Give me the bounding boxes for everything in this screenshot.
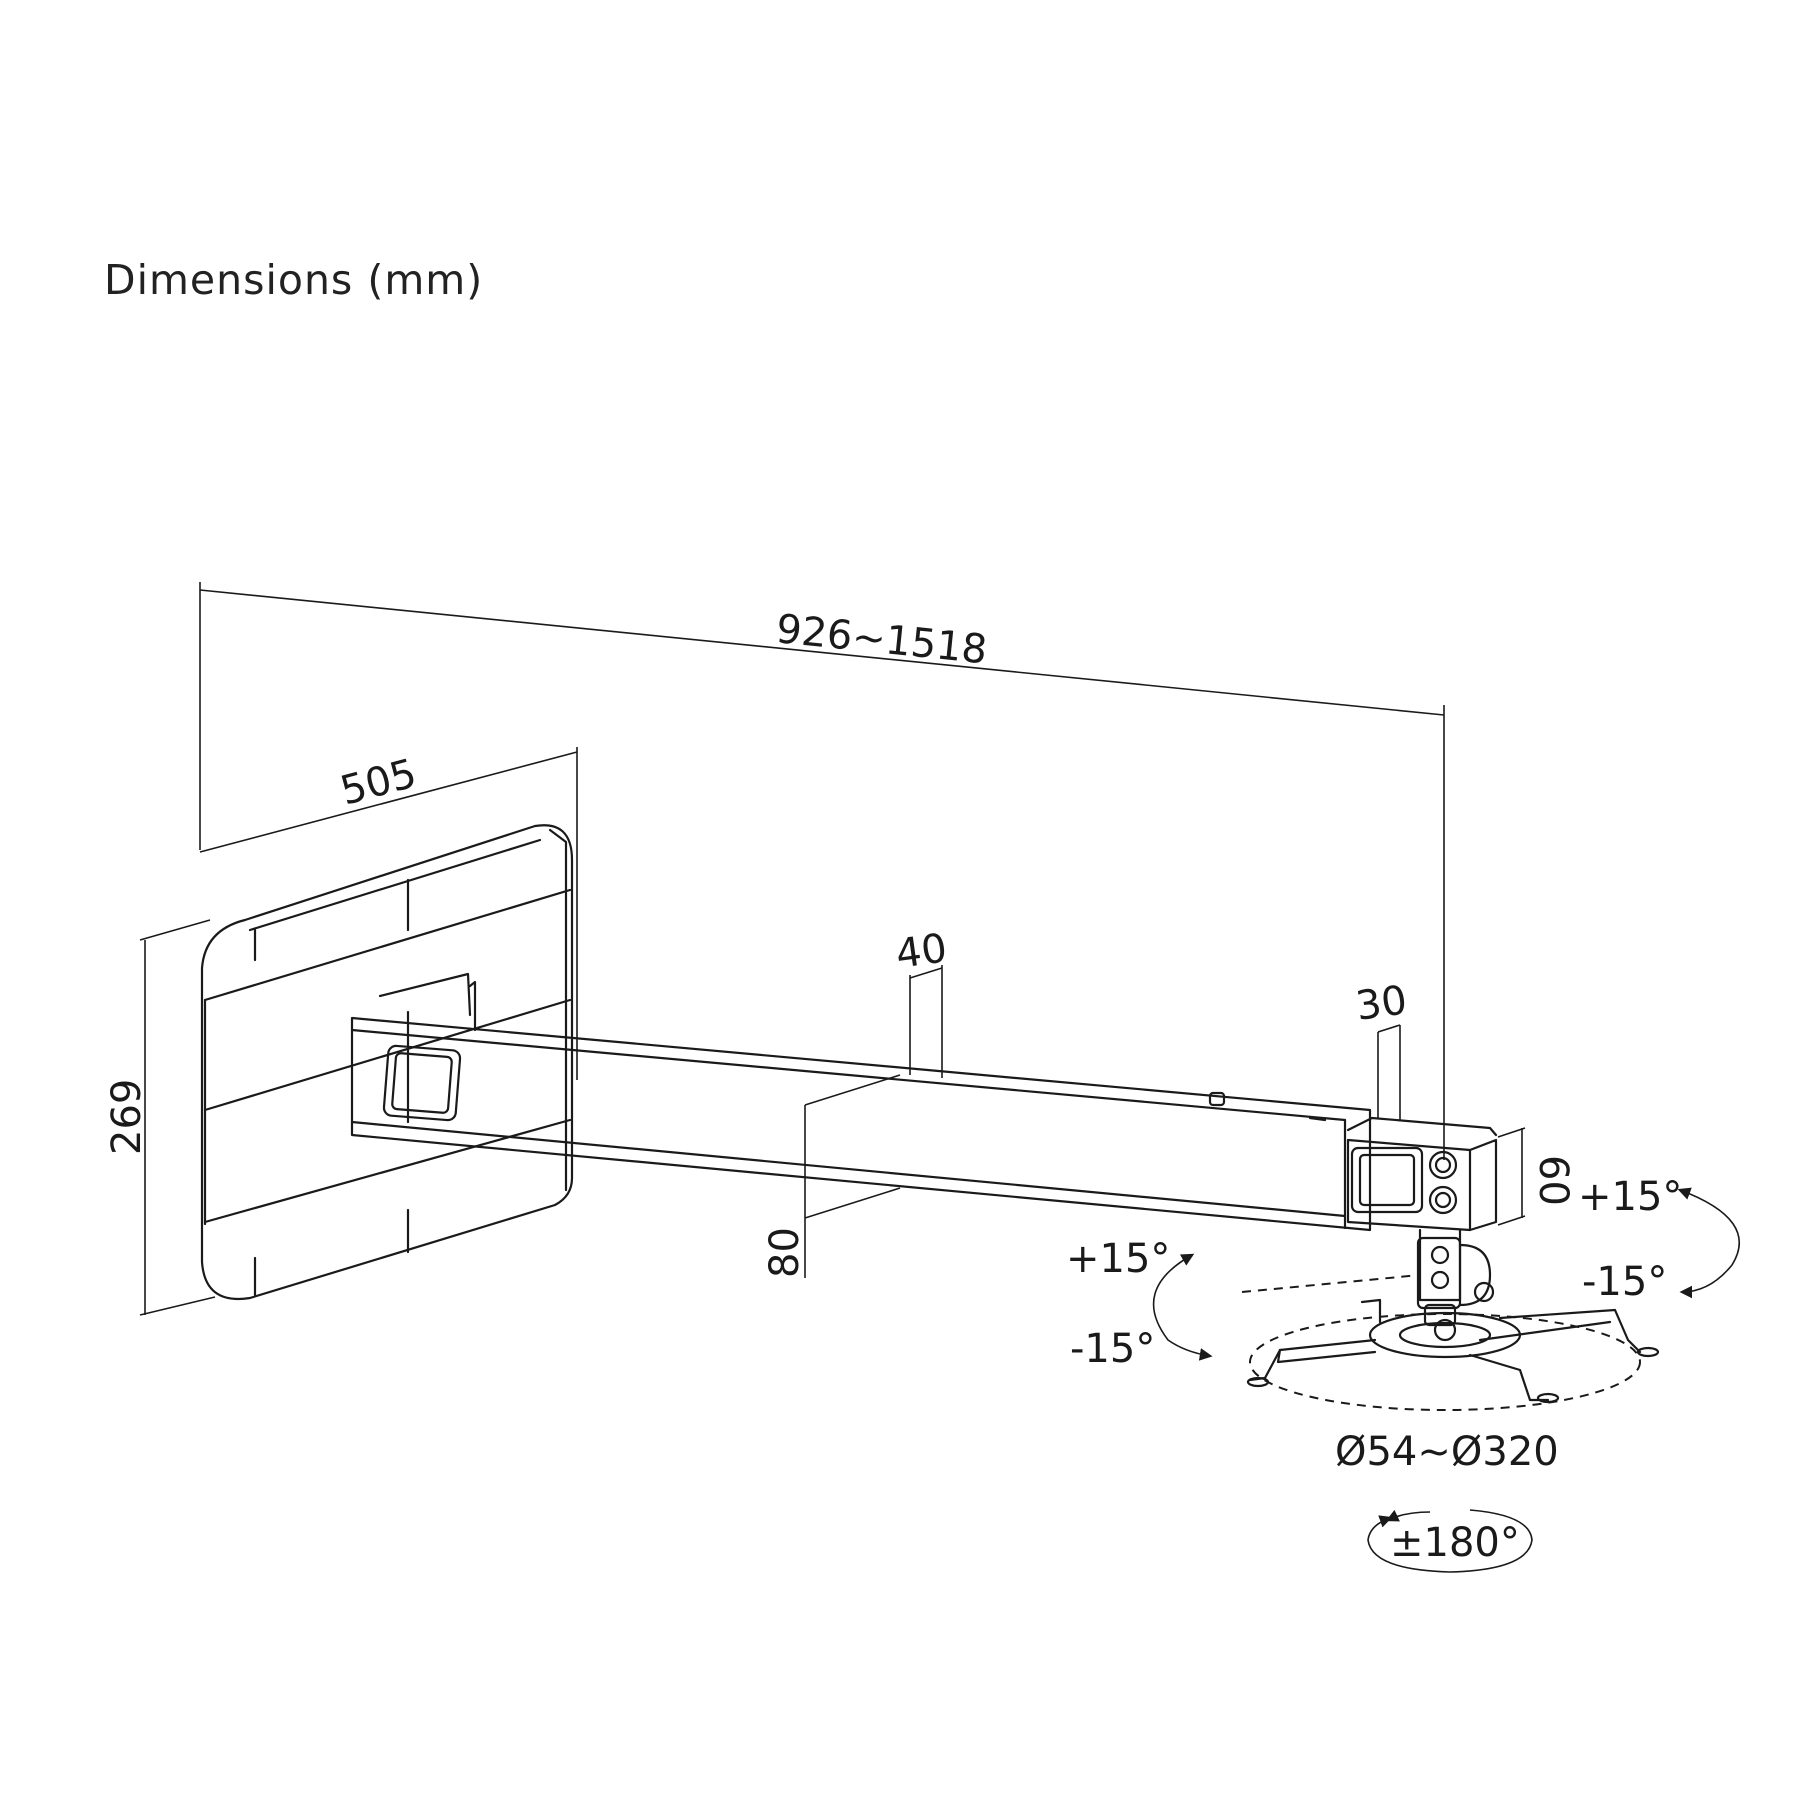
dimension-total-length [199,582,1445,1160]
swivel-arrow-tail [1385,1509,1431,1522]
label-inner-width: 30 [1353,977,1410,1030]
tilt-arrow-right [1677,1187,1741,1299]
label-plate-width: 505 [336,750,422,814]
label-inner-height: 60 [1530,1155,1576,1206]
page-title: Dimensions (mm) [104,256,484,304]
swivel-arrow [1367,1509,1533,1573]
label-swivel: ±180° [1390,1520,1520,1566]
label-tilt-left-down: -15° [1070,1326,1155,1372]
inner-arm [1346,1116,1498,1232]
dimension-inner [1377,1024,1526,1226]
dimension-plate-width [199,747,578,1080]
label-tilt-left-up: +15° [1066,1236,1170,1282]
projector-plate [1246,1298,1660,1404]
label-arm-width: 40 [893,925,950,978]
tilt-arrow-left [1152,1253,1213,1361]
label-tilt-right-up: +15° [1578,1174,1682,1220]
main-arm [350,1016,1372,1232]
diameter-ellipse [1249,1313,1641,1411]
label-total-length: 926~1518 [774,606,989,673]
tilt-axis-line [1241,1274,1421,1293]
tilt-head [1416,1228,1495,1327]
dimension-arm [804,965,943,1278]
label-plate-height: 269 [104,1079,150,1155]
dimension-plate-height [139,919,216,1316]
label-arm-height: 80 [762,1227,808,1278]
label-tilt-right-down: -15° [1582,1259,1667,1305]
label-diameter: Ø54~Ø320 [1335,1429,1559,1475]
